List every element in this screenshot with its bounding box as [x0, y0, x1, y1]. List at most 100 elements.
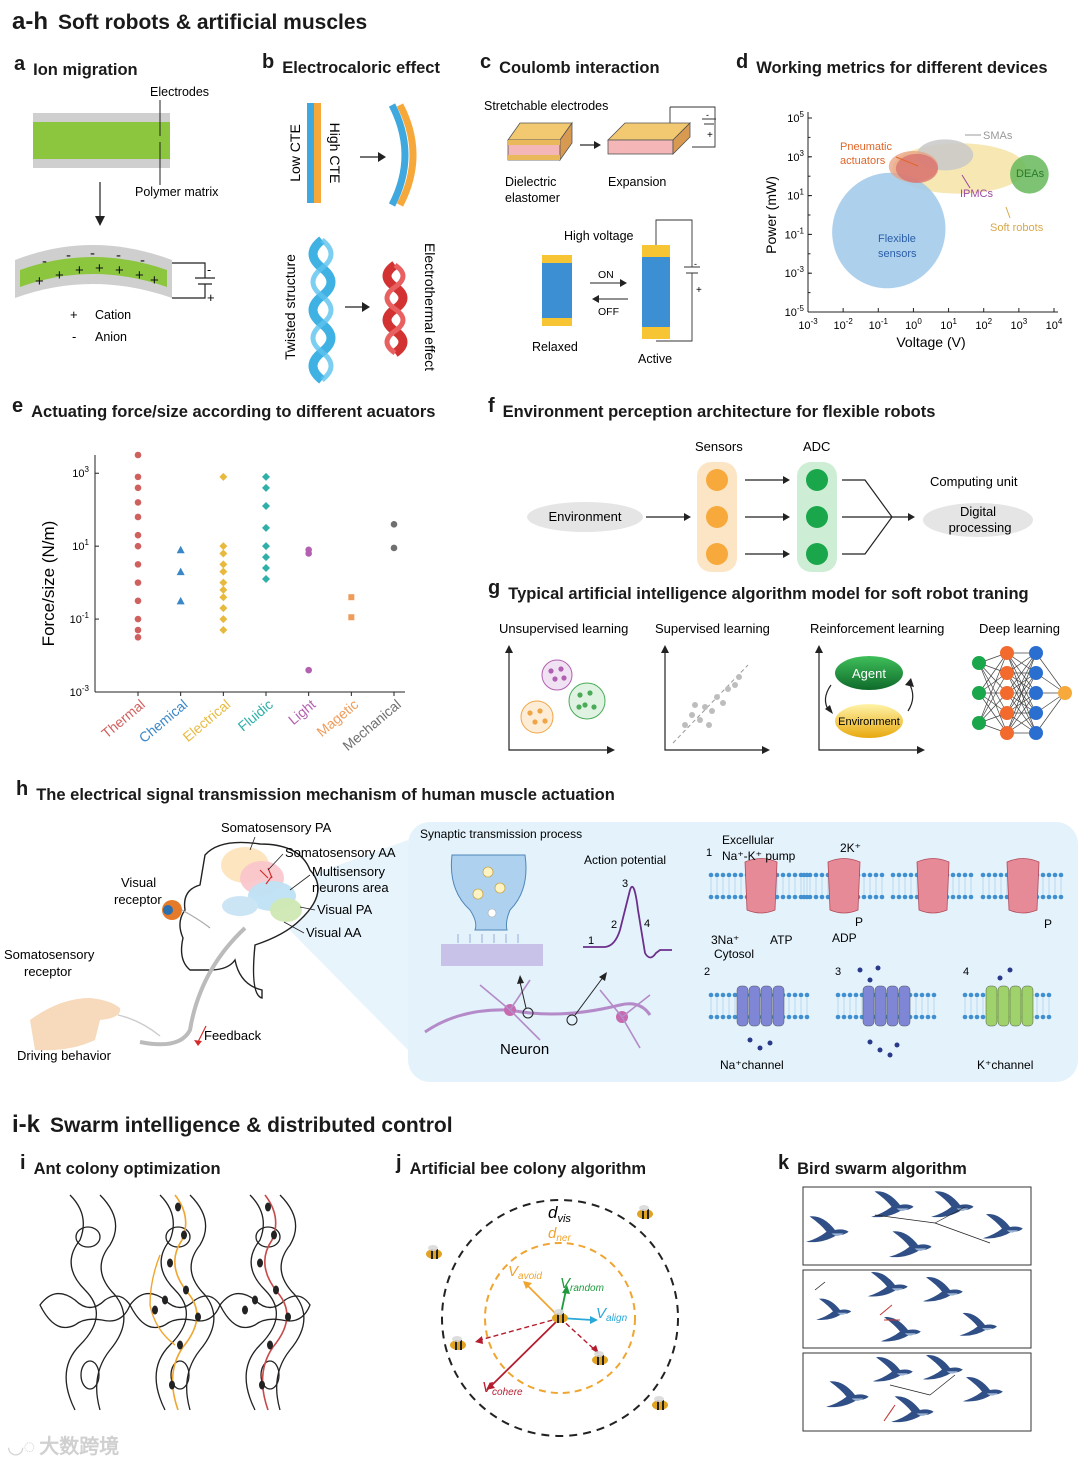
data-point: [219, 626, 228, 635]
ion: [867, 1039, 873, 1045]
svg-text:Deep learning: Deep learning: [979, 621, 1060, 636]
svg-text:-: -: [116, 247, 121, 264]
bird-belly: [837, 1312, 847, 1315]
ion: [857, 967, 863, 973]
lipid-head: [1058, 872, 1064, 878]
nn-node: [972, 716, 986, 730]
data-point: [219, 585, 228, 594]
lipid-head: [931, 992, 937, 998]
x-tick-label: 104: [1046, 317, 1063, 332]
data-point: [305, 550, 312, 557]
nn-edge: [978, 692, 1008, 734]
data-point: [262, 502, 270, 511]
ion-channel-subunit: [862, 985, 875, 1027]
svg-text:Vcohere: Vcohere: [482, 1379, 523, 1398]
bird: [871, 1191, 914, 1218]
ant-maze-2: [129, 1194, 221, 1411]
lipid-head: [720, 992, 726, 998]
lipid-head: [867, 872, 873, 878]
ant: [267, 1340, 273, 1350]
svg-text:Environment: Environment: [838, 716, 900, 728]
lipid-head: [732, 1014, 738, 1020]
bird-body: [931, 1191, 974, 1218]
data-point: [134, 499, 142, 506]
ant: [175, 1202, 181, 1212]
lipid-head: [980, 992, 986, 998]
y-axis-label: Force/size (N/m): [39, 521, 58, 647]
svg-text:P: P: [855, 915, 863, 929]
bird-body: [867, 1272, 908, 1297]
svg-text:-: -: [72, 329, 76, 344]
lipid-head: [879, 872, 885, 878]
svg-text:Visual AA: Visual AA: [306, 925, 362, 940]
svg-text:+: +: [70, 307, 78, 322]
lipid-head: [714, 894, 720, 900]
svg-text:Stretchable electrodes: Stretchable electrodes: [484, 99, 608, 113]
lipid-head: [998, 872, 1004, 878]
svg-text:Low CTE: Low CTE: [287, 124, 303, 182]
svg-text:Electrothermal effect: Electrothermal effect: [422, 243, 438, 371]
svg-text:High CTE: High CTE: [327, 123, 343, 184]
nn-edge: [978, 652, 1008, 724]
svg-text:-: -: [90, 245, 95, 262]
bird-body: [872, 1357, 913, 1382]
lipid-head: [902, 894, 908, 900]
svg-text:2K⁺: 2K⁺: [840, 841, 861, 855]
ion-channel-subunit: [874, 985, 887, 1027]
maze-wall: [80, 1360, 100, 1390]
svg-text:elastomer: elastomer: [505, 191, 560, 205]
nn-node: [1029, 706, 1043, 720]
pneumatic-label: Pneumatic: [840, 141, 892, 153]
bird-link: [934, 1222, 991, 1244]
ion: [767, 1040, 773, 1046]
ion-channel-subunit: [748, 985, 761, 1027]
bird-link: [929, 1374, 956, 1396]
bird-body: [982, 1214, 1023, 1239]
lipid-head: [726, 1014, 732, 1020]
x-tick-label-electrical: Electrical: [179, 696, 233, 745]
data-point: [134, 542, 142, 550]
lipid-head: [786, 992, 792, 998]
ion-channel-subunit: [736, 985, 749, 1027]
svg-text:ON: ON: [598, 269, 614, 281]
ant: [271, 1230, 277, 1240]
lipid-head: [968, 872, 974, 878]
data-point: [176, 567, 185, 576]
lipid-head: [804, 992, 810, 998]
maze-wall: [186, 1194, 215, 1411]
bird-vector: [814, 1281, 826, 1291]
membrane-top-4: [980, 872, 1064, 900]
lipid-head: [720, 1014, 726, 1020]
svg-text:+: +: [95, 260, 104, 277]
ant: [252, 1295, 258, 1305]
lipid-head: [807, 894, 813, 900]
svg-text:Anion: Anion: [95, 330, 127, 344]
data-point: [390, 544, 398, 552]
maze-wall: [276, 1194, 305, 1411]
svg-text:Cation: Cation: [95, 308, 131, 322]
lipid-head: [896, 872, 902, 878]
lipid-head: [890, 872, 896, 878]
data-point: [176, 596, 185, 605]
svg-text:-: -: [706, 110, 709, 120]
svg-text:Dielectric: Dielectric: [505, 175, 556, 189]
data-point: [262, 523, 270, 532]
bird-belly: [896, 1208, 909, 1211]
svg-text:neurons area: neurons area: [312, 880, 389, 895]
bird-body: [871, 1191, 914, 1218]
data-point: [134, 597, 142, 605]
nn-edge: [1035, 692, 1066, 734]
svg-text:2: 2: [704, 966, 710, 978]
data-point: [134, 484, 142, 492]
nn-node: [1029, 726, 1043, 740]
lipid-head: [801, 872, 807, 878]
flexible-label: Flexible: [878, 233, 916, 245]
data-point: [134, 634, 142, 641]
bird-belly: [904, 1333, 916, 1336]
svg-text:3Na⁺: 3Na⁺: [711, 933, 739, 947]
